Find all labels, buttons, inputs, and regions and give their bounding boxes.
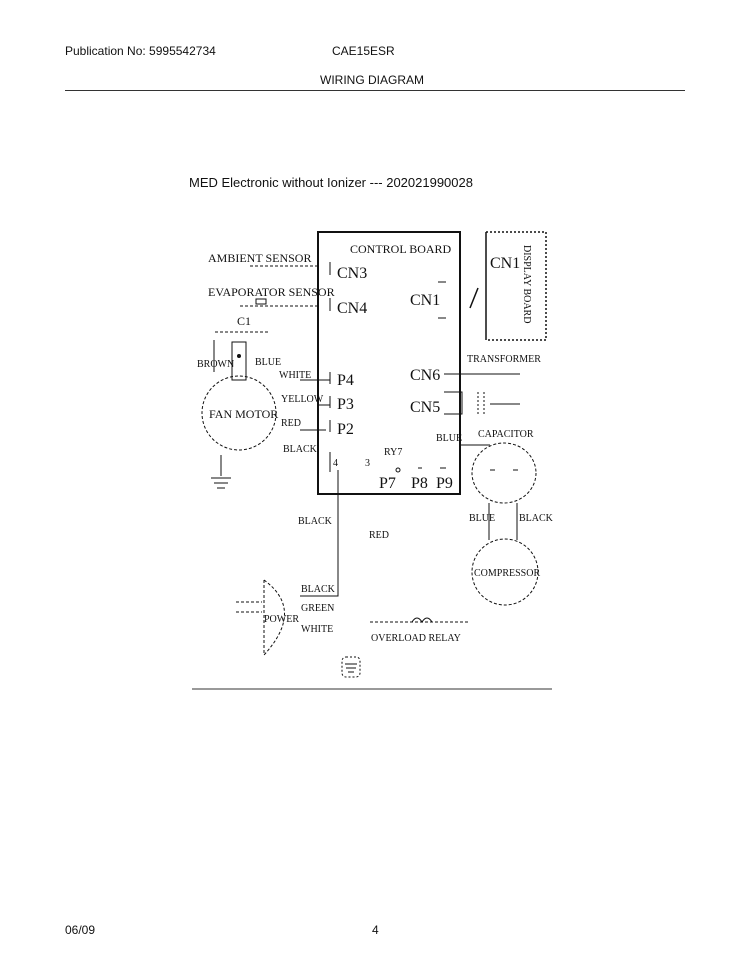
cn3-label: CN3 [337,265,367,282]
control-board-box [317,231,461,495]
transformer-label: TRANSFORMER [467,354,541,365]
fan-motor-circle [201,375,277,451]
footer-page-number: 4 [372,923,379,937]
power-black-wire [300,470,339,597]
wire-red-mid: RED [369,530,389,541]
cn5-label: CN5 [410,399,440,416]
power-label: POWER [264,614,299,625]
c1-label: C1 [237,314,251,328]
display-board-label: DISPLAY BOARD [521,245,532,323]
transformer-symbol [444,373,520,416]
display-board-box [486,231,547,341]
wire-black-comp: BLACK [519,513,554,524]
wire-black-left: BLACK [298,516,333,527]
p2-label: P2 [337,421,354,438]
capacitor-circle [471,442,537,504]
overload-relay-label: OVERLOAD RELAY [371,633,461,644]
wire-black-power: BLACK [301,584,336,595]
bottom-ground-icon [341,656,361,678]
diagram-subtitle: MED Electronic without Ionizer --- 20202… [189,175,473,190]
capacitor-label: CAPACITOR [478,429,534,440]
display-board-cn1-label: CN1 [490,255,520,272]
footer-date: 06/09 [65,923,96,937]
fan-ground-icon [211,455,231,489]
pin4-label: 4 [333,458,338,469]
display-link [469,287,479,309]
wire-black-fan: BLACK [283,444,318,455]
wire-blue-fan: BLUE [255,357,281,368]
wire-green-power: GREEN [301,603,334,614]
c1-capacitor [231,341,247,381]
section-title: WIRING DIAGRAM [320,73,424,87]
wire-blue-cap: BLUE [436,433,462,444]
ry7-label: RY7 [384,447,402,458]
p4-label: P4 [337,372,354,389]
compressor-circle [471,538,539,606]
compressor-label: COMPRESSOR [474,568,540,579]
wire-white-fan: WHITE [279,370,311,381]
overload-relay-symbol [411,617,433,623]
cn6-label: CN6 [410,367,440,384]
power-plug [263,579,285,656]
ambient-sensor-label: AMBIENT SENSOR [208,251,311,265]
publication-number: Publication No: 5995542734 [65,44,216,58]
fan-motor-label: FAN MOTOR [209,407,278,421]
p8-label: P8 [411,475,428,492]
evaporator-sensor-symbol [255,298,267,305]
cn1-label: CN1 [410,292,440,309]
wire-yellow: YELLOW [281,394,324,405]
fan-wires [213,340,330,431]
p7-label: P7 [379,475,396,492]
p9-label: P9 [436,475,453,492]
pin3-label: 3 [365,458,370,469]
cn4-label: CN4 [337,300,367,317]
wire-brown: BROWN [197,359,234,370]
p3-label: P3 [337,396,354,413]
wire-white-power: WHITE [301,624,333,635]
control-board-label: CONTROL BOARD [350,242,452,256]
wire-red-fan: RED [281,418,301,429]
model-number: CAE15ESR [332,44,395,58]
header-rule [65,90,685,91]
evaporator-sensor-label: EVAPORATOR SENSOR [208,285,335,299]
board-ticks [329,262,446,473]
wire-blue-comp: BLUE [469,513,495,524]
